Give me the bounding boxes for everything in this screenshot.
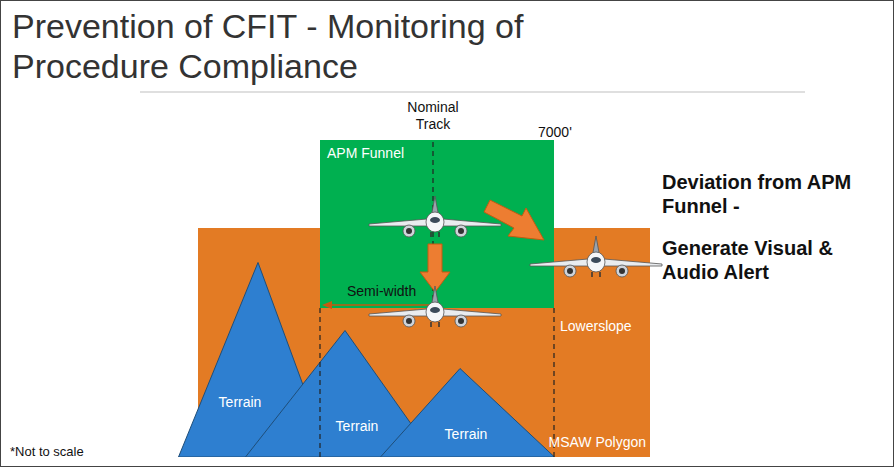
apm-funnel-fill — [320, 140, 554, 308]
node-label: Lowerslope — [560, 318, 632, 334]
alert-note: Generate Visual & Audio Alert — [662, 236, 872, 284]
altitude-label: 7000' — [538, 124, 598, 141]
scale-note: *Not to scale — [10, 444, 160, 460]
terrain-triangle-shape — [380, 368, 555, 457]
track-label: Nominal Track — [393, 99, 473, 133]
dimension-label: Semi-width — [347, 283, 437, 300]
slide-title: Prevention of CFIT - Monitoring of Proce… — [12, 6, 652, 86]
node-label: Terrain — [336, 418, 379, 434]
semi-width-arrow — [330, 304, 431, 306]
title-rule — [140, 92, 805, 93]
node-label: Terrain — [445, 426, 488, 442]
alert-note: Deviation from APM Funnel - — [662, 170, 872, 218]
funnel-edge-line — [319, 308, 320, 457]
node-label: MSAW Polygon — [548, 434, 646, 450]
terrain-triangle: Terrain — [380, 368, 555, 457]
terrain-triangle-fill — [381, 369, 555, 458]
node-label: Terrain — [219, 394, 262, 410]
node-label: APM Funnel — [327, 145, 404, 161]
